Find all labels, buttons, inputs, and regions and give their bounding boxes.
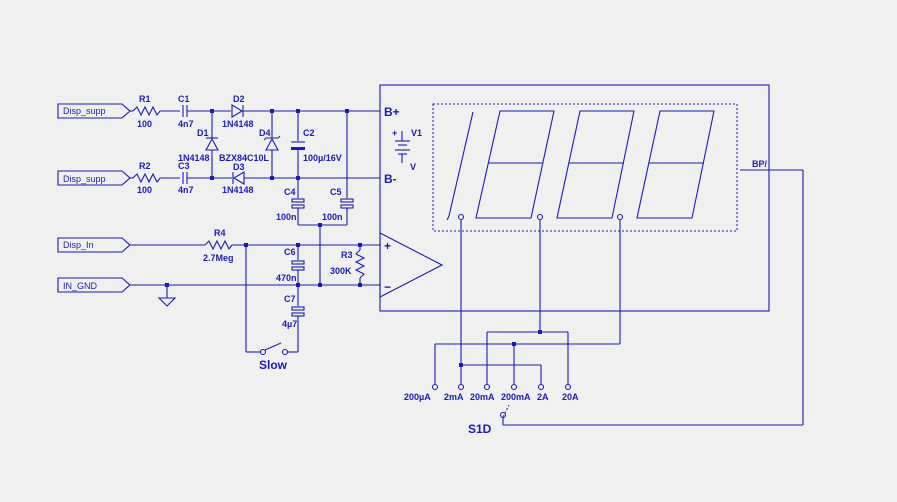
r1-value: 100 xyxy=(137,119,152,129)
c7-ref: C7 xyxy=(284,294,296,304)
svg-text:IN_GND: IN_GND xyxy=(63,281,98,291)
digit-3 xyxy=(556,110,635,219)
capacitor-c5 xyxy=(340,111,354,225)
d1-value: 1N4148 xyxy=(178,153,210,163)
r4-ref: R4 xyxy=(214,228,226,238)
opamp-minus: − xyxy=(384,280,391,294)
d3-ref: D3 xyxy=(233,162,245,172)
opamp-plus: + xyxy=(384,239,391,253)
range-contacts xyxy=(431,383,572,419)
net-label-in-gnd: IN_GND xyxy=(57,277,131,293)
capacitor-c2 xyxy=(291,111,305,178)
c1-ref: C1 xyxy=(178,94,190,104)
d2-value: 1N4148 xyxy=(222,119,254,129)
net-label-disp-in: Disp_In xyxy=(57,237,131,253)
svg-text:Disp_supp: Disp_supp xyxy=(63,174,106,184)
range-2ma: 2mA xyxy=(444,392,464,402)
c2-value: 100µ/16V xyxy=(303,153,342,163)
d4-value: BZX84C10L xyxy=(219,153,270,163)
bp-label: BP/ xyxy=(752,159,768,169)
r2-ref: R2 xyxy=(139,161,151,171)
digit-1 xyxy=(446,111,474,221)
c3-value: 4n7 xyxy=(178,185,194,195)
top-supply-line xyxy=(130,104,380,118)
range-switch-dots xyxy=(459,330,542,367)
c3-ref: C3 xyxy=(178,161,190,171)
bottom-supply-line xyxy=(130,171,380,185)
dp-2 xyxy=(536,213,544,221)
range-switch-wiring xyxy=(434,169,804,426)
display-module xyxy=(379,84,770,312)
digit-4 xyxy=(636,110,715,219)
r3-ref: R3 xyxy=(341,250,353,260)
c5-value: 100n xyxy=(322,212,343,222)
v1-ref: V1 xyxy=(411,128,422,138)
c5-ref: C5 xyxy=(330,187,342,197)
capacitor-c7 xyxy=(291,285,305,352)
v1-plus: + xyxy=(392,128,397,138)
range-20a: 20A xyxy=(562,392,579,402)
range-labels: 200µA 2mA 20mA 200mA 2A 20A xyxy=(404,392,579,402)
r4-value: 2.7Meg xyxy=(203,253,234,263)
capacitor-c4 xyxy=(291,178,305,225)
capacitor-c6 xyxy=(291,245,305,285)
d3-value: 1N4148 xyxy=(222,185,254,195)
range-2a: 2A xyxy=(537,392,549,402)
resistor-r3 xyxy=(354,245,366,285)
component-labels: R1 100 C1 4n7 D2 1N4148 D1 1N4148 D4 BZX… xyxy=(137,94,422,329)
d1-ref: D1 xyxy=(197,128,209,138)
slow-label: Slow xyxy=(259,358,288,372)
c4-value: 100n xyxy=(276,212,297,222)
digit-2 xyxy=(475,110,555,219)
slow-switch xyxy=(245,245,298,356)
net-label-disp-supp-1: Disp_supp xyxy=(57,103,131,119)
s1d-label: S1D xyxy=(468,422,492,436)
range-20ma: 20mA xyxy=(470,392,495,402)
bminus-label: B- xyxy=(384,172,397,186)
bplus-label: B+ xyxy=(384,105,400,119)
dp-1 xyxy=(457,213,465,221)
c7-value: 4µ7 xyxy=(282,319,297,329)
range-200ua: 200µA xyxy=(404,392,431,402)
junction-dots xyxy=(165,109,362,287)
display-labels: B+ B- + − BP/ xyxy=(384,105,768,294)
op-amp xyxy=(379,232,444,298)
dp-3 xyxy=(616,213,624,221)
range-200ma: 200mA xyxy=(501,392,531,402)
d4-ref: D4 xyxy=(259,128,271,138)
c4-ref: C4 xyxy=(284,187,296,197)
svg-text:Disp_supp: Disp_supp xyxy=(63,106,106,116)
switch-labels: Slow S1D xyxy=(259,358,492,436)
c6-ref: C6 xyxy=(284,247,296,257)
gnd-line xyxy=(130,284,380,307)
zener-d4 xyxy=(263,111,281,178)
svg-text:Disp_In: Disp_In xyxy=(63,240,94,250)
diode-d1 xyxy=(205,111,219,178)
c2-ref: C2 xyxy=(303,128,315,138)
r1-ref: R1 xyxy=(139,94,151,104)
input-line xyxy=(130,239,380,251)
d2-ref: D2 xyxy=(233,94,245,104)
v1-value: V xyxy=(410,162,416,172)
net-label-disp-supp-2: Disp_supp xyxy=(57,170,131,186)
battery-v1 xyxy=(395,131,410,163)
lcd-area xyxy=(432,103,738,232)
c1-value: 4n7 xyxy=(178,119,194,129)
r3-value: 300K xyxy=(330,266,352,276)
c6-value: 470n xyxy=(276,273,297,283)
r2-value: 100 xyxy=(137,185,152,195)
